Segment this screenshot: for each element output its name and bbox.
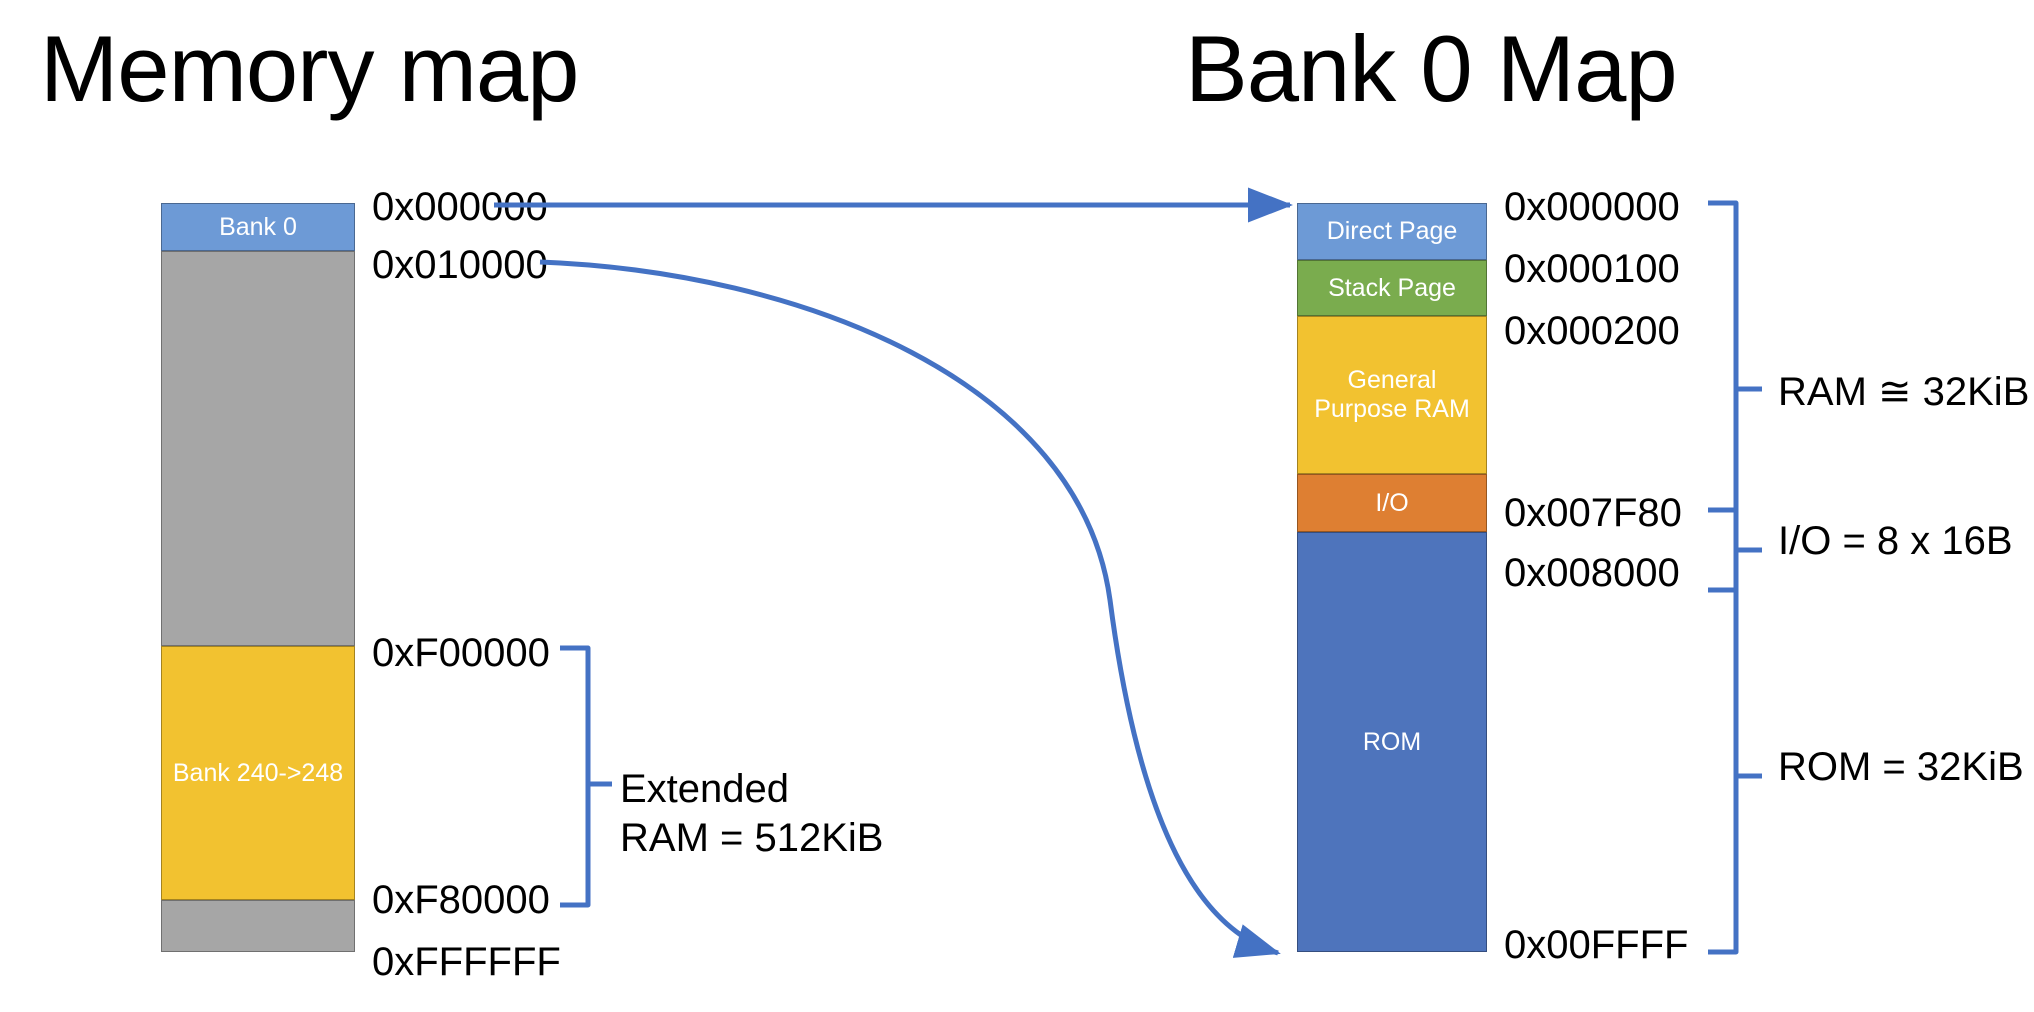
address-label-right-0x00FFFF: 0x00FFFF: [1504, 923, 1689, 967]
annotation-ram-size: RAM ≅ 32KiB: [1778, 370, 2030, 414]
segment-stack-page: Stack Page: [1297, 260, 1487, 316]
segment-direct-page: Direct Page: [1297, 203, 1487, 260]
segment-unmapped-lower: [161, 900, 355, 952]
memory-map-bar-left: Bank 0 Bank 240->248: [161, 203, 355, 952]
segment-io: I/O: [1297, 474, 1487, 532]
annotation-extended-ram: Extended RAM = 512KiB: [620, 767, 884, 860]
page-title-bank0-map: Bank 0 Map: [1185, 16, 1678, 121]
segment-bank-240-248-label: Bank 240->248: [172, 758, 344, 787]
segment-rom-label: ROM: [1362, 727, 1422, 756]
annotation-rom-size: ROM = 32KiB: [1778, 745, 2024, 789]
address-label-right-0x000100: 0x000100: [1504, 247, 1680, 291]
address-label-left-0x010000: 0x010000: [372, 243, 548, 287]
bracket-rom: [1708, 587, 1739, 955]
bracket-extended-ram: [560, 645, 591, 908]
segment-bank-240-248: Bank 240->248: [161, 646, 355, 900]
address-label-right-0x007F80: 0x007F80: [1504, 491, 1682, 535]
segment-stack-page-label: Stack Page: [1328, 273, 1456, 302]
address-label-right-0x000200: 0x000200: [1504, 309, 1680, 353]
segment-general-purpose-ram-label: General Purpose RAM: [1314, 366, 1470, 423]
segment-unmapped-upper: [161, 251, 355, 646]
page-title-memory-map: Memory map: [40, 16, 579, 121]
bracket-io: [1708, 507, 1739, 593]
segment-rom: ROM: [1297, 532, 1487, 952]
segment-bank-0-label: Bank 0: [219, 212, 297, 241]
segment-direct-page-label: Direct Page: [1326, 217, 1458, 246]
address-label-right-0x000000: 0x000000: [1504, 185, 1680, 229]
address-label-left-0xF80000: 0xF80000: [372, 878, 550, 922]
segment-bank-0: Bank 0: [161, 203, 355, 251]
address-label-left-0xFFFFFF: 0xFFFFFF: [372, 940, 561, 984]
segment-io-label: I/O: [1375, 488, 1409, 517]
segment-general-purpose-ram: General Purpose RAM: [1297, 316, 1487, 474]
address-label-right-0x008000: 0x008000: [1504, 551, 1680, 595]
connector-arrow-curved: [539, 259, 1281, 958]
annotation-io-size: I/O = 8 x 16B: [1778, 519, 2013, 563]
address-label-left-0xF00000: 0xF00000: [372, 631, 550, 675]
bracket-ram: [1708, 200, 1739, 513]
memory-map-bar-right: Direct Page Stack Page General Purpose R…: [1297, 203, 1487, 952]
